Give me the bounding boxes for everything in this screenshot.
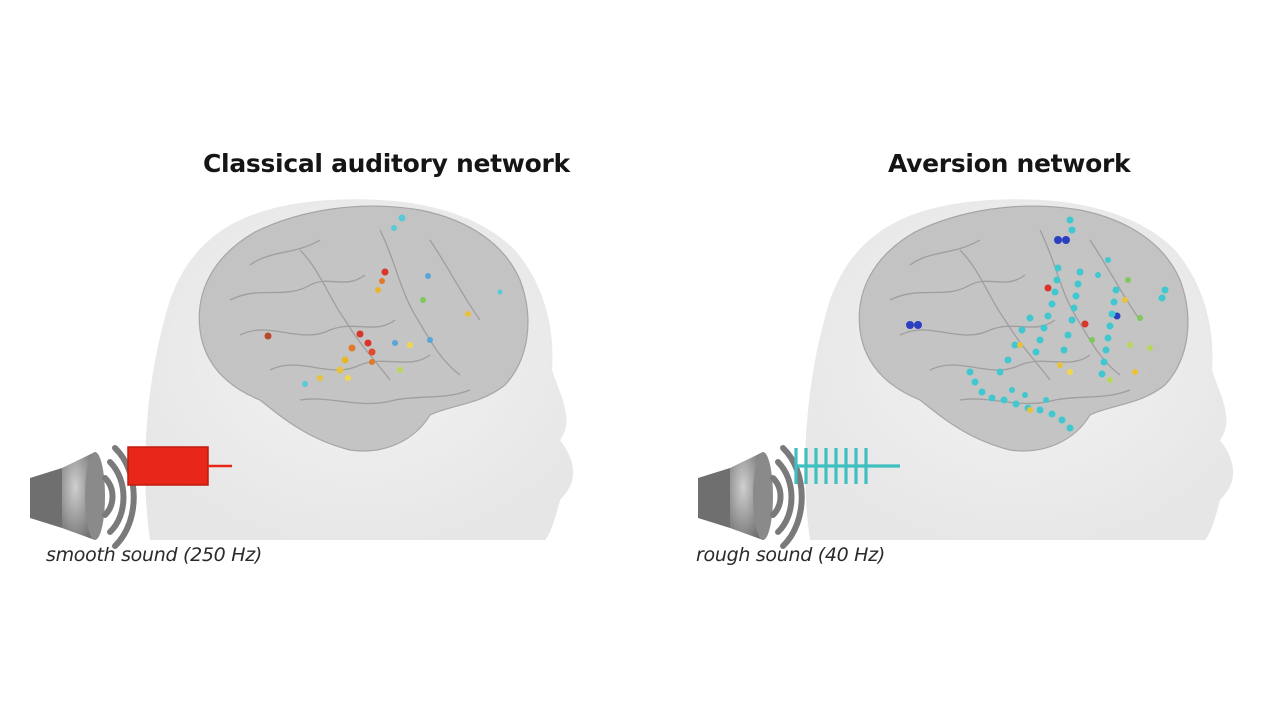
activation-dots-right <box>906 216 1169 432</box>
brain-folds-left <box>229 229 481 405</box>
speaker-icon-right <box>698 445 805 549</box>
speaker-icon-left <box>30 445 137 549</box>
right-panel <box>698 199 1234 549</box>
activation-dots-left <box>264 214 503 387</box>
brain-left <box>198 205 529 452</box>
caption-rough-sound: rough sound (40 Hz) <box>696 544 885 566</box>
left-panel <box>30 199 574 549</box>
panel-title-classical: Classical auditory network <box>203 149 570 178</box>
smooth-waveform-left <box>127 446 232 486</box>
panel-title-aversion: Aversion network <box>888 149 1131 178</box>
rough-waveform-right <box>794 448 900 484</box>
caption-smooth-sound: smooth sound (250 Hz) <box>46 544 262 566</box>
